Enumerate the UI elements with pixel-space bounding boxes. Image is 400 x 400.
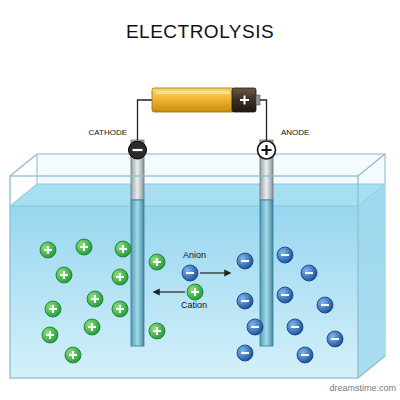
anode-sign [258,141,276,159]
electrolyte-water [10,184,385,378]
electrode-label: ANODE [281,129,309,138]
cathode-sign [129,141,147,159]
electrode-label: CATHODE [88,129,127,138]
anion-ions [182,247,343,363]
watermark: dreamstime.com [329,384,396,394]
ion-label: Cation [181,301,207,311]
glass-tank-front [10,154,385,378]
migration-arrow [154,273,230,292]
ion-label: Anion [183,251,206,261]
cathode-electrode [131,140,144,346]
cation-ions [40,239,203,363]
battery [152,88,260,112]
diagram-title: ELECTROLYSIS [126,22,274,43]
anode-electrode [260,140,273,346]
